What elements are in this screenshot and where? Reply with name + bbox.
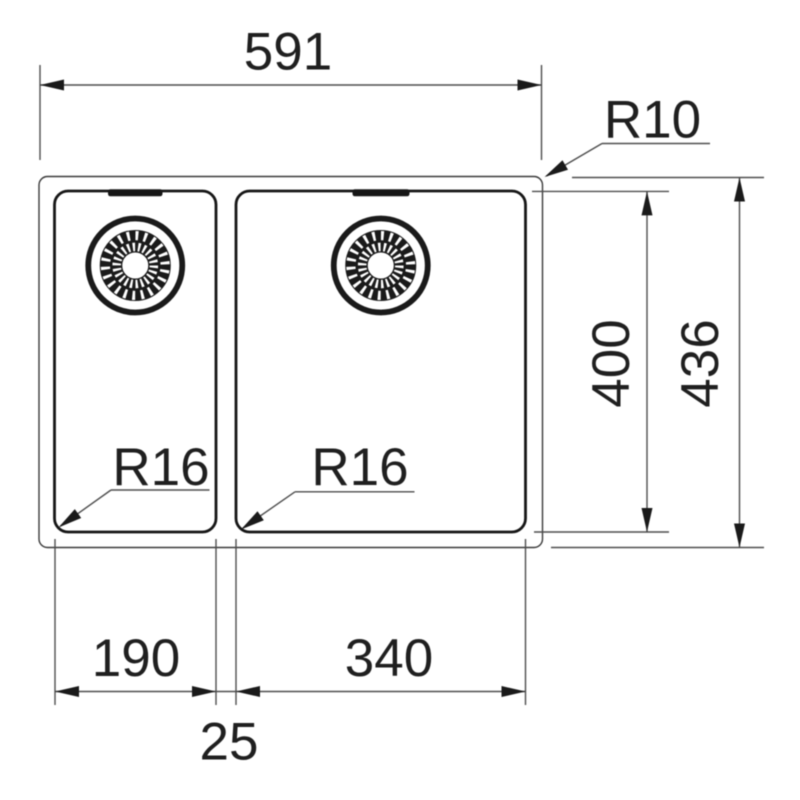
dim-right-bowl-corner-radius: R16: [241, 438, 415, 530]
dim-overall-width-arrow-right: [517, 79, 542, 91]
dim-right-bowl-width-arrow-right: [501, 686, 526, 697]
dim-outer-corner-radius-label: R10: [604, 91, 701, 150]
dim-overall-width-label: 591: [244, 23, 332, 82]
dim-overall-depth-arrow-bottom: [734, 523, 745, 548]
dim-bowl-depth: 400: [532, 190, 669, 533]
dim-bowl-depth-arrow-top: [641, 191, 653, 216]
dim-left-bowl-width-arrow-right: [192, 686, 216, 697]
dim-outer-corner-radius-arrow: [544, 160, 568, 177]
dim-right-bowl-corner-radius-arrow: [241, 511, 264, 530]
dim-outer-corner-radius: R10: [544, 91, 710, 177]
dim-bowl-gap-label: 25: [200, 713, 259, 772]
dim-bottom-widths: 190 340 25: [54, 539, 527, 772]
dim-bowl-depth-arrow-bottom: [641, 508, 653, 532]
dim-right-bowl-corner-radius-label: R16: [311, 438, 408, 497]
dim-overall-width: 591: [39, 23, 543, 160]
left-bowl-overflow-mark: [108, 189, 163, 197]
dim-left-bowl-corner-radius: R16: [58, 438, 210, 528]
sink-plan: [38, 175, 544, 549]
dim-right-bowl-width-label: 340: [345, 629, 433, 688]
dim-left-bowl-corner-radius-label: R16: [112, 438, 209, 497]
dim-overall-depth-arrow-top: [734, 177, 745, 202]
dim-left-bowl-corner-radius-arrow: [58, 509, 82, 528]
dim-left-bowl-width-label: 190: [92, 629, 180, 688]
dim-overall-depth: 436: [551, 176, 764, 549]
dim-overall-width-arrow-left: [40, 79, 64, 91]
dim-left-bowl-width-arrow-left: [55, 686, 79, 697]
dim-overall-depth-label: 436: [671, 319, 730, 407]
dim-right-bowl-width-arrow-left: [236, 686, 260, 697]
dim-bowl-depth-label: 400: [582, 319, 641, 407]
right-bowl-overflow-mark: [352, 189, 410, 197]
